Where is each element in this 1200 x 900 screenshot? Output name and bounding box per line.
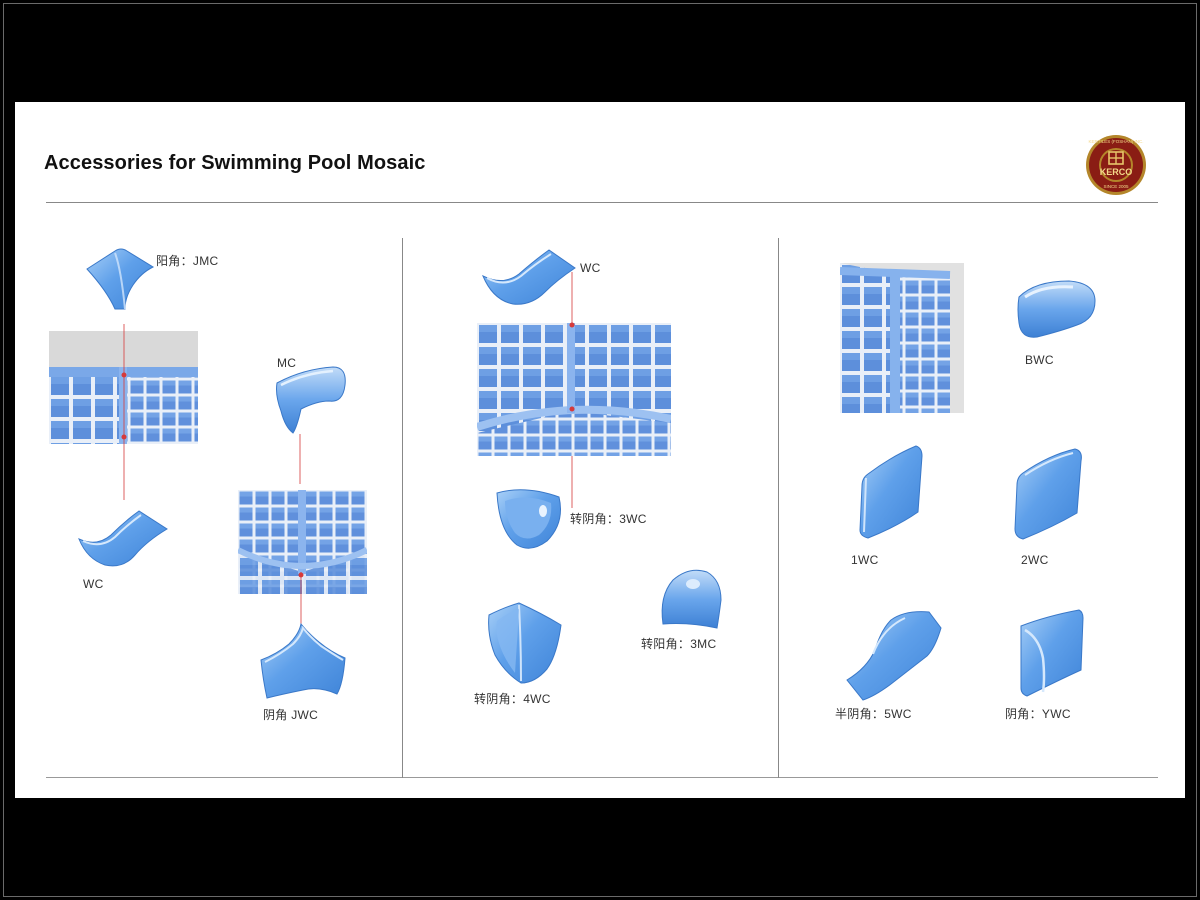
column-divider-1	[402, 238, 403, 778]
bwc-tile-image	[1015, 279, 1097, 343]
jwc-application-photo	[238, 490, 367, 594]
column-divider-2	[778, 238, 779, 778]
4wc-label: 转阴角：4WC	[474, 692, 551, 706]
svg-text:SINCE 2005: SINCE 2005	[1103, 184, 1129, 189]
bwc-application-photo	[840, 263, 964, 413]
3wc-tile-image	[495, 487, 563, 553]
wc-tile-image-mid	[481, 248, 577, 306]
2wc-tile-image	[1013, 447, 1083, 543]
footer-rule	[46, 777, 1158, 778]
guide-dot-jwc	[298, 572, 304, 578]
wc-left-label: WC	[83, 577, 104, 591]
jwc-label: 阴角 JWC	[263, 708, 319, 722]
svg-text:KERTILES (FOSHAN) INC.: KERTILES (FOSHAN) INC.	[1089, 139, 1144, 144]
svg-text:KERCO: KERCO	[1100, 167, 1133, 177]
header-rule	[46, 202, 1158, 203]
guide-dot-jmc	[121, 372, 127, 378]
3wc-label: 转阴角：3WC	[570, 512, 647, 526]
wc-mid-label: WC	[580, 261, 601, 275]
2wc-label: 2WC	[1021, 553, 1049, 567]
wc-application-photo	[477, 323, 671, 456]
jwc-guide-line	[300, 572, 302, 632]
jmc-application-photo	[49, 331, 198, 444]
1wc-tile-image	[858, 445, 924, 540]
guide-dot-wc	[569, 322, 575, 328]
5wc-tile-image	[845, 610, 943, 702]
guide-dot-3wc	[569, 406, 575, 412]
mc-guide-line	[299, 434, 301, 484]
mc-tile-image	[273, 365, 347, 435]
page-title: Accessories for Swimming Pool Mosaic	[44, 152, 426, 174]
jmc-tile-image	[81, 247, 157, 313]
1wc-label: 1WC	[851, 553, 879, 567]
guide-dot-jmc-2	[121, 434, 127, 440]
ywc-label: 阴角：YWC	[1005, 707, 1071, 721]
mc-label: MC	[277, 356, 297, 370]
ywc-tile-image	[1019, 608, 1085, 698]
wc-tile-image-left	[77, 507, 169, 569]
jmc-guide-line	[123, 324, 125, 500]
jmc-label: 阳角：JMC	[156, 254, 219, 268]
bwc-label: BWC	[1025, 353, 1054, 367]
4wc-tile-image	[485, 602, 563, 685]
3mc-label: 转阳角：3MC	[641, 637, 717, 651]
outer-frame	[3, 3, 1197, 897]
kerco-logo: KERCO SINCE 2005 KERTILES (FOSHAN) INC.	[1085, 134, 1147, 196]
catalog-page: Accessories for Swimming Pool Mosaic KER…	[15, 102, 1185, 798]
jwc-tile-image	[259, 622, 347, 700]
5wc-label: 半阴角：5WC	[835, 707, 912, 721]
3mc-tile-image	[659, 566, 723, 630]
